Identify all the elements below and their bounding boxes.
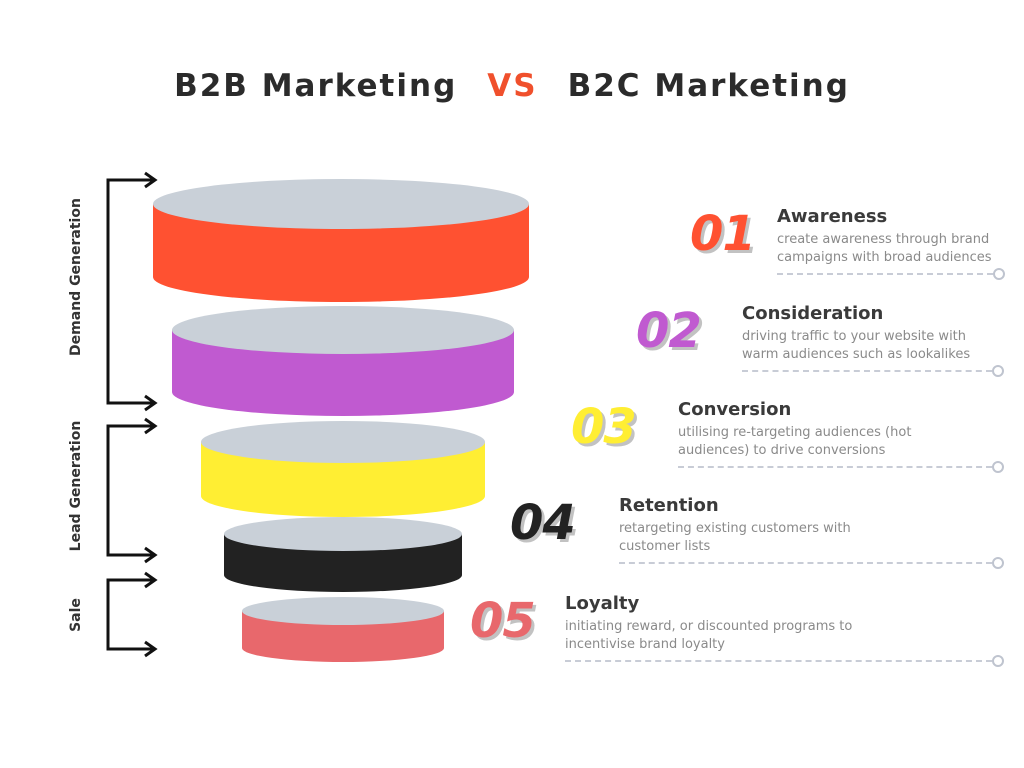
arrow-head-icon (144, 640, 158, 658)
stage-description: retargeting existing customers with cust… (619, 520, 851, 556)
stage-title: Awareness (777, 206, 888, 227)
title-right: B2C Marketing (567, 68, 850, 104)
divider-end-dot (992, 557, 1004, 569)
stage-number: 05 (470, 593, 536, 649)
dashed-divider (777, 273, 993, 275)
demand-generation-label: Demand Generation (68, 198, 84, 356)
dashed-divider (565, 660, 992, 662)
divider-end-dot (992, 461, 1004, 473)
stage-title: Conversion (678, 399, 792, 420)
stage-description-line: create awareness through brand (777, 232, 990, 247)
stage-description-line: audiences) to drive conversions (678, 443, 886, 458)
funnel-layer-top (242, 597, 444, 625)
stage-retention: 04 Retention retargeting existing custom… (510, 495, 1010, 569)
sale-label: Sale (68, 598, 84, 632)
bracket-line (106, 424, 154, 557)
stage-description-line: warm audiences such as lookalikes (742, 347, 971, 362)
arrow-head-icon (144, 171, 158, 189)
stage-description-line: customer lists (619, 539, 711, 554)
stage-description: initiating reward, or discounted program… (565, 618, 852, 654)
funnel-layer-body (172, 330, 514, 416)
funnel-layer-top (172, 306, 514, 354)
stage-number: 03 (571, 399, 637, 455)
arrow-head-icon (144, 571, 158, 589)
stage-title: Retention (619, 495, 719, 516)
stage-description-line: initiating reward, or discounted program… (565, 619, 853, 634)
stage-description: driving traffic to your website with war… (742, 328, 970, 364)
lead-generation-label: Lead Generation (68, 420, 84, 552)
funnel-layer-body (153, 204, 529, 302)
stage-title: Consideration (742, 303, 884, 324)
stage-loyalty: 05 Loyalty initiating reward, or discoun… (470, 593, 1010, 667)
stage-awareness: 01 Awareness create awareness through br… (690, 206, 1010, 280)
stage-description-line: driving traffic to your website with (742, 329, 967, 344)
funnel-layer-body (201, 442, 485, 517)
stage-description-line: campaigns with broad audiences (777, 250, 992, 265)
bracket-line (106, 578, 154, 651)
title-vs: VS (487, 68, 538, 104)
arrow-head-icon (144, 546, 158, 564)
dashed-divider (742, 370, 992, 372)
stage-conversion: 03 Conversion utilising re-targeting aud… (571, 399, 1010, 473)
dashed-divider (678, 466, 992, 468)
funnel-layer-top (201, 421, 485, 463)
dashed-divider (619, 562, 992, 564)
stage-description-line: retargeting existing customers with (619, 521, 851, 536)
funnel-layer-top (153, 179, 529, 229)
title-left: B2B Marketing (174, 68, 458, 104)
page-title: B2B Marketing VS B2C Marketing (0, 68, 1024, 104)
stage-description: create awareness through brand campaigns… (777, 231, 992, 267)
arrow-head-icon (144, 394, 158, 412)
funnel-layer-top (224, 517, 462, 551)
stage-number: 02 (636, 303, 702, 359)
divider-end-dot (993, 268, 1005, 280)
stage-description-line: utilising re-targeting audiences (hot (678, 425, 912, 440)
stage-number: 01 (690, 206, 756, 262)
divider-end-dot (992, 655, 1004, 667)
arrow-head-icon (144, 417, 158, 435)
stage-consideration: 02 Consideration driving traffic to your… (636, 303, 1010, 377)
divider-end-dot (992, 365, 1004, 377)
stage-title: Loyalty (565, 593, 640, 614)
bracket-line (106, 178, 154, 405)
funnel-layer-body (242, 611, 444, 662)
stage-description-line: incentivise brand loyalty (565, 637, 725, 652)
stage-number: 04 (510, 495, 576, 551)
stage-description: utilising re-targeting audiences (hot au… (678, 424, 911, 460)
